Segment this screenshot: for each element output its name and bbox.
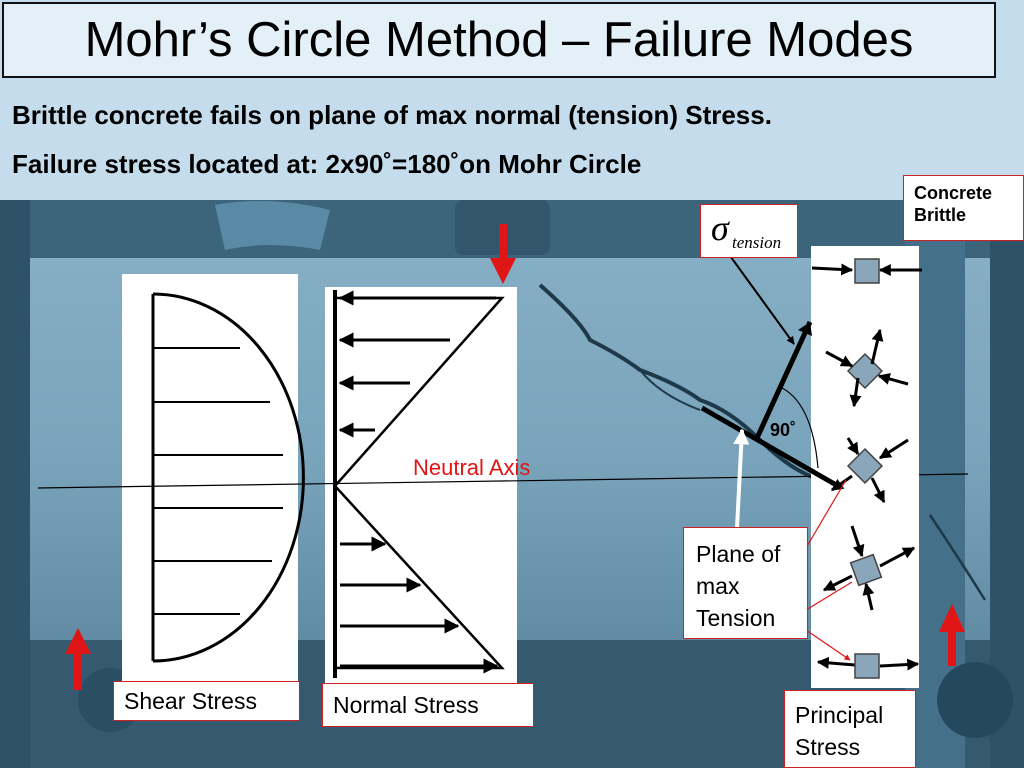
plane-leader-3: [805, 629, 851, 661]
principal-stress-column: [811, 246, 922, 688]
title-box: Mohr’s Circle Method – Failure Modes: [2, 2, 996, 78]
concrete-label-line-2: Brittle: [914, 205, 967, 225]
principal-label-line-1: Principal: [795, 702, 884, 728]
principal-stress-label: Principal Stress: [784, 690, 916, 768]
plane-leader-2: [805, 581, 853, 611]
left-support-reaction-arrow: [65, 628, 91, 690]
slide-title: Mohr’s Circle Method – Failure Modes: [84, 13, 914, 67]
subtitle-line-1: Brittle concrete fails on plane of max n…: [12, 100, 772, 130]
normal-stress-label: Normal Stress: [322, 683, 534, 727]
plane-label-line-3: Tension: [696, 605, 776, 631]
normal-stress-diagram: [325, 287, 517, 684]
sigma-tension-label: σ tension: [700, 204, 798, 258]
concrete-label-line-1: Concrete: [914, 183, 993, 203]
concrete-brittle-label: Concrete Brittle: [903, 175, 1024, 241]
element-top: [811, 258, 922, 284]
principal-label-line-2: Stress: [795, 734, 861, 760]
plane-leader-1: [805, 479, 847, 549]
failure-plane-construction: [700, 252, 853, 661]
sigma-subscript: tension: [732, 233, 782, 252]
plane-of-max-tension-label: Plane of max Tension: [683, 527, 808, 639]
neutral-axis-label: Neutral Axis: [413, 455, 531, 480]
element-middle: [831, 437, 909, 504]
applied-load-arrow: [490, 224, 516, 284]
subtitle-line-2: Failure stress located at: 2x90˚=180˚on …: [12, 149, 642, 179]
element-upper: [825, 328, 909, 408]
shear-stress-diagram: [122, 274, 305, 686]
sigma-symbol: σ: [711, 208, 729, 248]
element-bottom: [816, 653, 920, 679]
plane-pointer-line: [733, 428, 750, 529]
plane-label-line-1: Plane of: [696, 541, 781, 567]
plane-label-line-2: max: [696, 573, 740, 599]
element-lower: [822, 525, 916, 611]
right-support-reaction-arrow: [939, 604, 965, 666]
sigma-pointer-line: [727, 252, 795, 345]
shear-stress-label: Shear Stress: [113, 681, 300, 721]
angle-label: 90˚: [770, 420, 797, 440]
